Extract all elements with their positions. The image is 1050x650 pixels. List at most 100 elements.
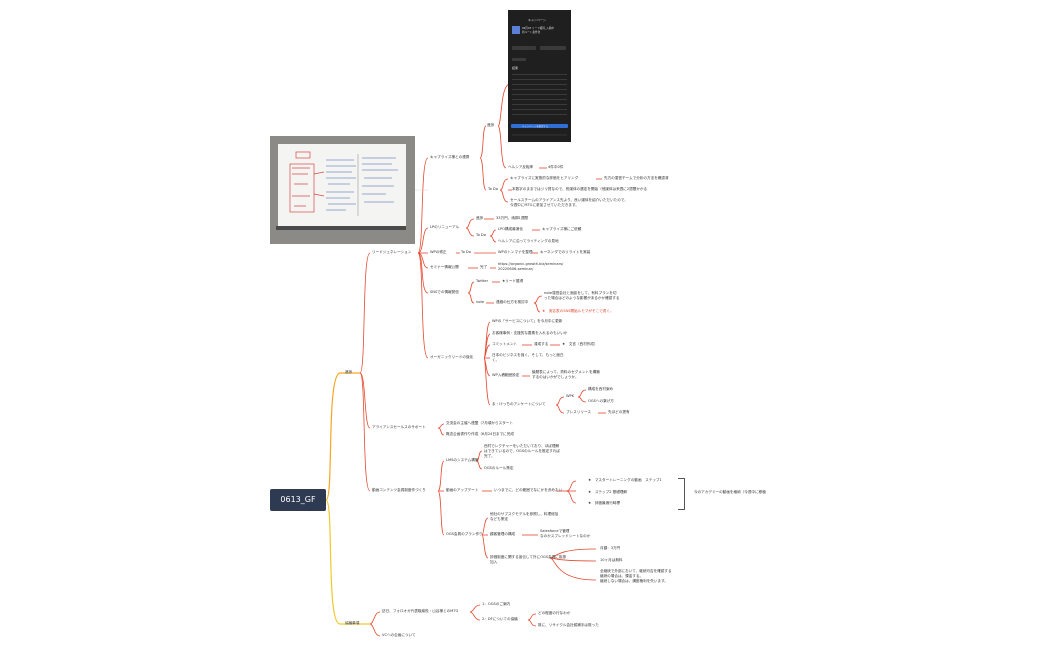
node-kyougi-1-1[interactable]: 1：OGSのご案内 — [482, 602, 511, 606]
node-wp[interactable]: WPの修正 — [430, 250, 447, 254]
root-node[interactable]: 0613_GF — [270, 489, 326, 511]
node-update-q[interactable]: いつまでに、どの範囲でなにかを決めたい — [494, 488, 563, 492]
node-update-2[interactable]: ★ ステップ2 基礎理解 — [588, 490, 627, 494]
node-org-6-wpk-2[interactable]: OGSへの繋げ方 — [588, 399, 614, 403]
node-sns-note[interactable]: note — [476, 300, 485, 304]
node-org-6-wpk-1[interactable]: 構成を西村案め — [588, 387, 614, 391]
node-lp-todo[interactable]: To Do — [476, 233, 486, 237]
node-lead-gen[interactable]: リードジェネレーション — [372, 250, 412, 254]
update-bracket — [678, 478, 685, 510]
node-seminar-url-2[interactable]: 20220606-seminar/ — [498, 267, 534, 271]
node-cap-todo-1b[interactable]: 先方の運営チームで分析の方法を確認済 — [604, 176, 669, 180]
node-lp-todo-2[interactable]: ヘルシアに沿ってライティングの見地 — [498, 239, 559, 243]
node-organic[interactable]: オーガニックリードの強化 — [430, 355, 474, 359]
node-sns[interactable]: SNSでの情報発信 — [430, 290, 459, 294]
node-cap-todo-2[interactable]: 本数字のままではジリ貧なので、別媒体の選定を開始（他媒体は来週に2週間かかる — [512, 187, 648, 191]
node-plan-3-2[interactable]: 10ヶ月は無料 — [600, 558, 623, 562]
node-plan-3-1[interactable]: 月額：3万円 — [600, 546, 621, 550]
node-kyougi-1[interactable]: 訪日、フォロオガ代表取締役・山谷様とのMTG — [382, 609, 459, 613]
node-cap-herusi[interactable]: ヘルシア反転率 — [508, 165, 534, 169]
node-cap-todo[interactable]: To Do — [488, 187, 498, 191]
node-alliance-1[interactable]: 交流会の主催へ連盟（7月頃からスタート — [446, 421, 513, 425]
node-lp[interactable]: LPのリニューアル — [430, 225, 460, 229]
node-lms-1c[interactable]: 完了。 — [484, 454, 495, 458]
node-lp-shinchoku-val[interactable]: 33万円、納期1週間 — [496, 216, 529, 220]
node-lms-1a[interactable]: 西村でレクチャーをいただいており、ほぼ理解 — [484, 444, 560, 448]
phone-cta-label: キャンペーンを確認する — [522, 124, 549, 128]
node-lms[interactable]: LMSのシステム構築 — [446, 458, 479, 462]
node-alliance[interactable]: アライアンスセールスのサポート — [372, 425, 426, 429]
phone-cta-button[interactable] — [511, 124, 568, 128]
node-update-note[interactable]: 今のアカデミーの動画を格納（今週中に移植 — [694, 490, 766, 494]
node-plan-3b[interactable]: 加入 — [490, 560, 498, 564]
node-org-4a[interactable]: 日本のビジネスを強く、そして、もっと面白 — [492, 353, 564, 357]
node-plan-2b[interactable]: なのかスプレッドシートなのか — [540, 534, 591, 538]
node-sns-twitter-val[interactable]: ★リード獲得 — [502, 279, 524, 283]
node-plan[interactable]: OGS会員のプラン作り — [446, 532, 483, 536]
node-sns-note-a2[interactable]: った場合はどのような影響があるかか確認する — [544, 296, 620, 300]
node-seminar[interactable]: セミナー情報公開 — [430, 265, 459, 269]
node-lms-1b[interactable]: はできているので、OGSのルールを推定すれば — [484, 449, 561, 453]
node-cap[interactable]: キャプライズ様との連携 — [430, 155, 470, 159]
phone-filter[interactable] — [512, 58, 526, 61]
node-cap-todo-1[interactable]: キャプライズに実態的な評価をヒアリング — [510, 176, 579, 180]
node-wp-todo[interactable]: To Do — [461, 250, 471, 254]
node-plan-2a[interactable]: Salesforceで管理 — [540, 529, 570, 533]
branch-shinchoku[interactable]: 進捗 — [345, 370, 353, 374]
node-org-3b[interactable]: 達成する — [534, 342, 549, 346]
node-org-5a[interactable]: 議題表によって、資料のセグメントを構築 — [532, 370, 600, 374]
node-org-6-press[interactable]: プレスリリース — [566, 410, 591, 414]
campaign-title-1: 06月03 リード獲得_入稿中 — [522, 27, 555, 30]
node-update-1[interactable]: ★ マスタートレーニングの動画 ステップ1 — [588, 478, 662, 482]
node-kyougi-2[interactable]: VCへの企画について — [382, 633, 416, 637]
node-org-1[interactable]: WPの「サービスについて」を今月中に更新 — [492, 319, 563, 323]
node-lp-shinchoku[interactable]: 進捗 — [476, 216, 484, 220]
node-org-3c[interactable]: ★ 文言（西村作成） — [562, 342, 598, 346]
phone-button-2[interactable] — [540, 46, 566, 50]
node-cap-todo-3a[interactable]: セールスチームのアライアンス先より、良い媒体を紹介いただいたので、 — [510, 198, 628, 202]
phone-screenshot: キャンペーン 06月03 リード獲得_入稿中 新ルート案件化 結果 キャンペーン… — [508, 10, 571, 142]
node-alliance-2[interactable]: 概念企画書作り作成（6月24日までに完成 — [446, 432, 514, 436]
edge-root-shinchoku — [325, 372, 341, 501]
node-cap-shinchoku[interactable]: 進捗 — [487, 123, 495, 127]
node-wp-todo-1b[interactable]: キーネンダでのリライトを実装 — [540, 250, 591, 254]
node-lp-todo-1b[interactable]: キャプライズ様にご依頼 — [542, 227, 582, 231]
node-sns-note-red[interactable]: ★ 実名表のSNS開始ルモマがそこで書く。 — [542, 309, 614, 313]
node-org-4b[interactable]: く。 — [492, 358, 500, 362]
node-kyougi-1-2b[interactable]: 既に、リサイクル会社候補手は既った — [538, 623, 599, 627]
node-seminar-url-1[interactable]: https://organic-growth.biz/seminars/ — [498, 262, 564, 266]
node-update[interactable]: 動画のアップデート — [446, 488, 479, 492]
branch-kyougi[interactable]: 協議事項 — [345, 621, 360, 625]
node-plan-1b[interactable]: なども策定 — [490, 517, 508, 521]
node-content[interactable]: 動画コンテンツ会員制度作づくり — [372, 488, 426, 492]
node-lp-todo-1[interactable]: LPO構成最適化 — [498, 227, 523, 231]
node-plan-2[interactable]: 顧客管理の構成 — [490, 532, 516, 536]
node-org-6-press-val[interactable]: 先ほどの提有 — [608, 410, 630, 414]
node-cap-todo-3b[interactable]: 今週中にMTGに参加させていただきます。 — [510, 203, 579, 207]
node-seminar-done[interactable]: 完了 — [480, 265, 488, 269]
node-org-5b[interactable]: するのはいかがでしょうか。 — [532, 375, 579, 379]
node-org-6-wpk[interactable]: WPK — [566, 394, 575, 398]
node-plan-1a[interactable]: 他社のサブスクモデルを参照し、料理総括 — [490, 512, 559, 516]
node-kyougi-1-2[interactable]: 2：DFについての協議 — [482, 617, 518, 621]
node-sns-note-val[interactable]: 連絡の仕方を検討中 — [496, 300, 529, 304]
node-kyougi-1-2a[interactable]: どの程度の行なわか — [538, 611, 571, 615]
node-org-6[interactable]: ま・けっちのアンケートについて — [492, 402, 546, 406]
node-update-3[interactable]: ★ 評価最適行時標 — [588, 501, 620, 505]
node-plan-3a[interactable]: 評価制度に関する宣伝して外にOGS会員に挨拶 — [490, 555, 567, 559]
campaign-title-2: 新ルート案件化 — [522, 31, 541, 34]
node-sns-twitter[interactable]: Twitter — [476, 279, 489, 283]
node-plan-3-3a[interactable]: 全継続で外部において、継続可否を確認する — [600, 569, 672, 573]
node-org-5[interactable]: WP入稿範囲設定 — [492, 373, 520, 377]
node-org-3[interactable]: コミットメント — [492, 342, 518, 346]
phone-row — [512, 114, 567, 115]
node-plan-3-3b[interactable]: 継続の場合は、課金する。 — [600, 574, 644, 578]
node-plan-3-3c[interactable]: 継続しない場合は、講座権利を失います。 — [600, 579, 668, 583]
campaign-thumb — [512, 26, 520, 34]
node-cap-herusi-val[interactable]: 4件中0件 — [548, 165, 564, 169]
node-wp-todo-1[interactable]: WPのトンマナを整理 — [498, 250, 533, 254]
phone-button-1[interactable] — [512, 46, 536, 50]
node-org-2[interactable]: お客様事例・支援的な要素を入れるのもいいか — [492, 331, 568, 335]
node-sns-note-a1[interactable]: note運営会社と面談をして、有料プランを切 — [544, 291, 617, 295]
node-lms-2[interactable]: OGSのルール策定 — [484, 466, 514, 470]
